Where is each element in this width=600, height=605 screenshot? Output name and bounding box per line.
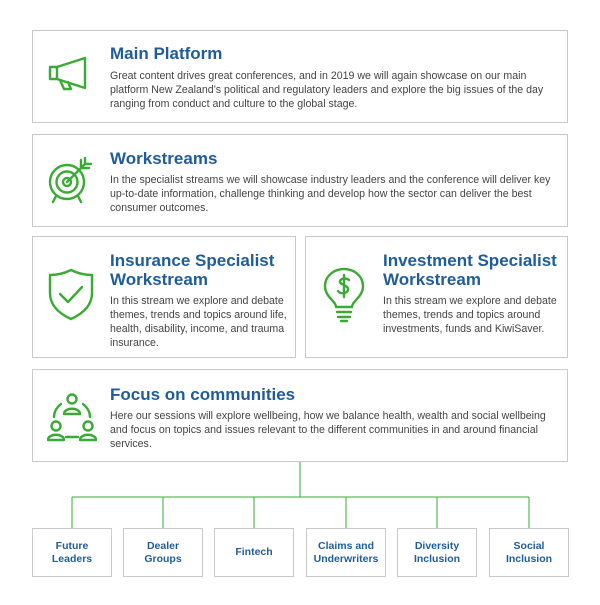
community-label: Fintech (235, 546, 273, 558)
workstreams-card: Workstreams In the specialist streams we… (32, 134, 568, 227)
main-platform-card: Main Platform Great content drives great… (32, 30, 568, 123)
community-box-future-leaders: Future Leaders (32, 528, 112, 577)
focus-communities-title: Focus on communities (110, 385, 296, 404)
community-box-diversity-inclusion: Diversity Inclusion (397, 528, 477, 577)
community-box-fintech: Fintech (214, 528, 294, 577)
community-box-claims-underwriters: Claims and Underwriters (306, 528, 386, 577)
community-people-icon (46, 392, 98, 447)
community-box-social-inclusion: Social Inclusion (489, 528, 569, 577)
workstreams-title: Workstreams (110, 149, 218, 168)
workstreams-text: In the specialist streams we will showca… (110, 174, 551, 214)
lightbulb-dollar-icon (320, 267, 368, 328)
investment-workstream-text: In this stream we explore and debate the… (383, 295, 557, 335)
insurance-workstream-text: In this stream we explore and debate the… (110, 295, 287, 349)
focus-communities-text: Here our sessions will explore wellbeing… (110, 410, 546, 450)
community-label: Future Leaders (51, 539, 93, 565)
target-icon (47, 156, 95, 209)
community-box-dealer-groups: Dealer Groups (123, 528, 203, 577)
focus-communities-card: Focus on communities Here our sessions w… (32, 369, 568, 462)
megaphone-icon (47, 55, 93, 98)
main-platform-text: Great content drives great conferences, … (110, 70, 544, 110)
insurance-workstream-card: Insurance Specialist Workstream In this … (32, 236, 296, 358)
main-platform-title: Main Platform (110, 44, 223, 63)
insurance-workstream-title: Insurance Specialist Workstream (110, 251, 275, 289)
investment-workstream-card: Investment Specialist Workstream In this… (305, 236, 568, 358)
community-label: Diversity Inclusion (413, 539, 461, 565)
community-label: Social Inclusion (505, 539, 553, 565)
community-label: Dealer Groups (144, 539, 182, 565)
community-label: Claims and Underwriters (313, 539, 379, 565)
investment-workstream-title: Investment Specialist Workstream (383, 251, 557, 289)
shield-check-icon (47, 267, 95, 326)
